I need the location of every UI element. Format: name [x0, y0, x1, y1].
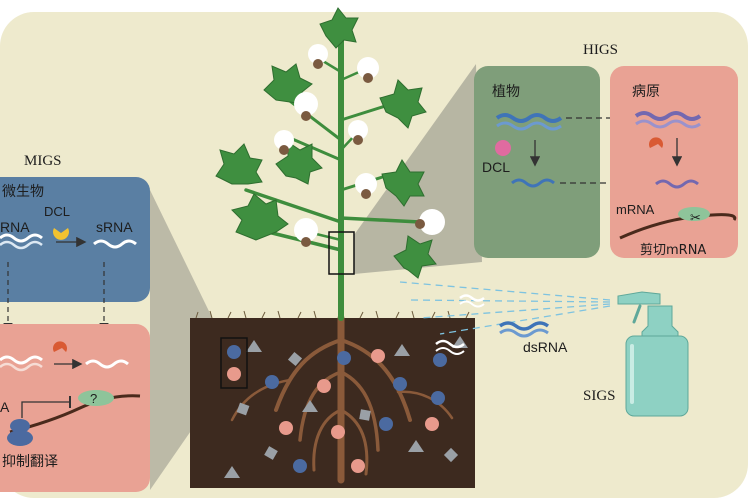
migs-title: MIGS — [24, 153, 62, 169]
spray-dsrna-molecule — [498, 321, 550, 338]
migs-inhibit-translation-label: 抑制翻译 — [2, 454, 58, 470]
migs-mrna-strand — [9, 394, 141, 434]
higs-cleave-label: 剪切mRNA — [640, 242, 706, 258]
migs-bottom-dsrna — [0, 355, 43, 372]
spray-bottle-icon — [617, 291, 689, 417]
higs-pathogen-panel — [610, 66, 738, 258]
higs-scissor-icon: ✂ — [690, 210, 701, 225]
migs-srna-label: sRNA — [96, 219, 133, 235]
migs-inhibit-line — [21, 401, 70, 418]
migs-bottom-srna — [85, 359, 129, 369]
sigs-title: SIGS — [583, 388, 616, 404]
higs-pathogen-label: 病原 — [632, 84, 660, 100]
migs-top-panel — [0, 177, 150, 302]
migs-a-label: A — [0, 399, 10, 415]
migs-question-mark: ? — [90, 391, 97, 406]
migs-ribosome-icon — [7, 419, 33, 446]
plant-leaves — [215, 7, 437, 279]
soil-particles — [224, 336, 468, 478]
higs-risc-complex — [678, 207, 710, 221]
higs-pathogen-dcl-icon — [649, 137, 663, 148]
cotton-bolls — [274, 44, 445, 247]
migs-dcl-label: DCL — [44, 204, 70, 219]
migs-microbe-label: 微生物 — [2, 184, 44, 200]
migs-dcl-icon — [53, 228, 69, 240]
migs-rna-label: RNA — [0, 219, 30, 235]
spray-dsrna-fragment — [459, 294, 485, 308]
soil-zoom-box — [220, 337, 248, 389]
plant-roots — [230, 314, 454, 484]
migs-dsrna — [0, 233, 43, 250]
higs-title: HIGS — [583, 42, 618, 58]
higs-pathogen-srna — [655, 179, 699, 189]
migs-risc-complex — [78, 390, 114, 406]
migs-srna — [93, 239, 137, 249]
soil-dsrna — [435, 339, 465, 355]
spray-mist-lines — [399, 281, 611, 335]
higs-plant-dsrna — [495, 113, 563, 131]
dsrna-label: dsRNA — [523, 339, 568, 355]
stem-zoom-box — [328, 231, 355, 275]
higs-pathogen-dsrna — [634, 111, 702, 129]
higs-dcl-label: DCL — [482, 159, 510, 175]
higs-dcl-icon — [495, 140, 511, 156]
soil-surface-grass — [195, 310, 470, 319]
migs-bottom-dcl-icon — [53, 341, 67, 352]
migs-zoom-cone — [150, 190, 222, 490]
higs-plant-label: 植物 — [492, 84, 520, 100]
higs-mrna-label: mRNA — [616, 202, 655, 217]
higs-plant-srna — [511, 178, 555, 188]
